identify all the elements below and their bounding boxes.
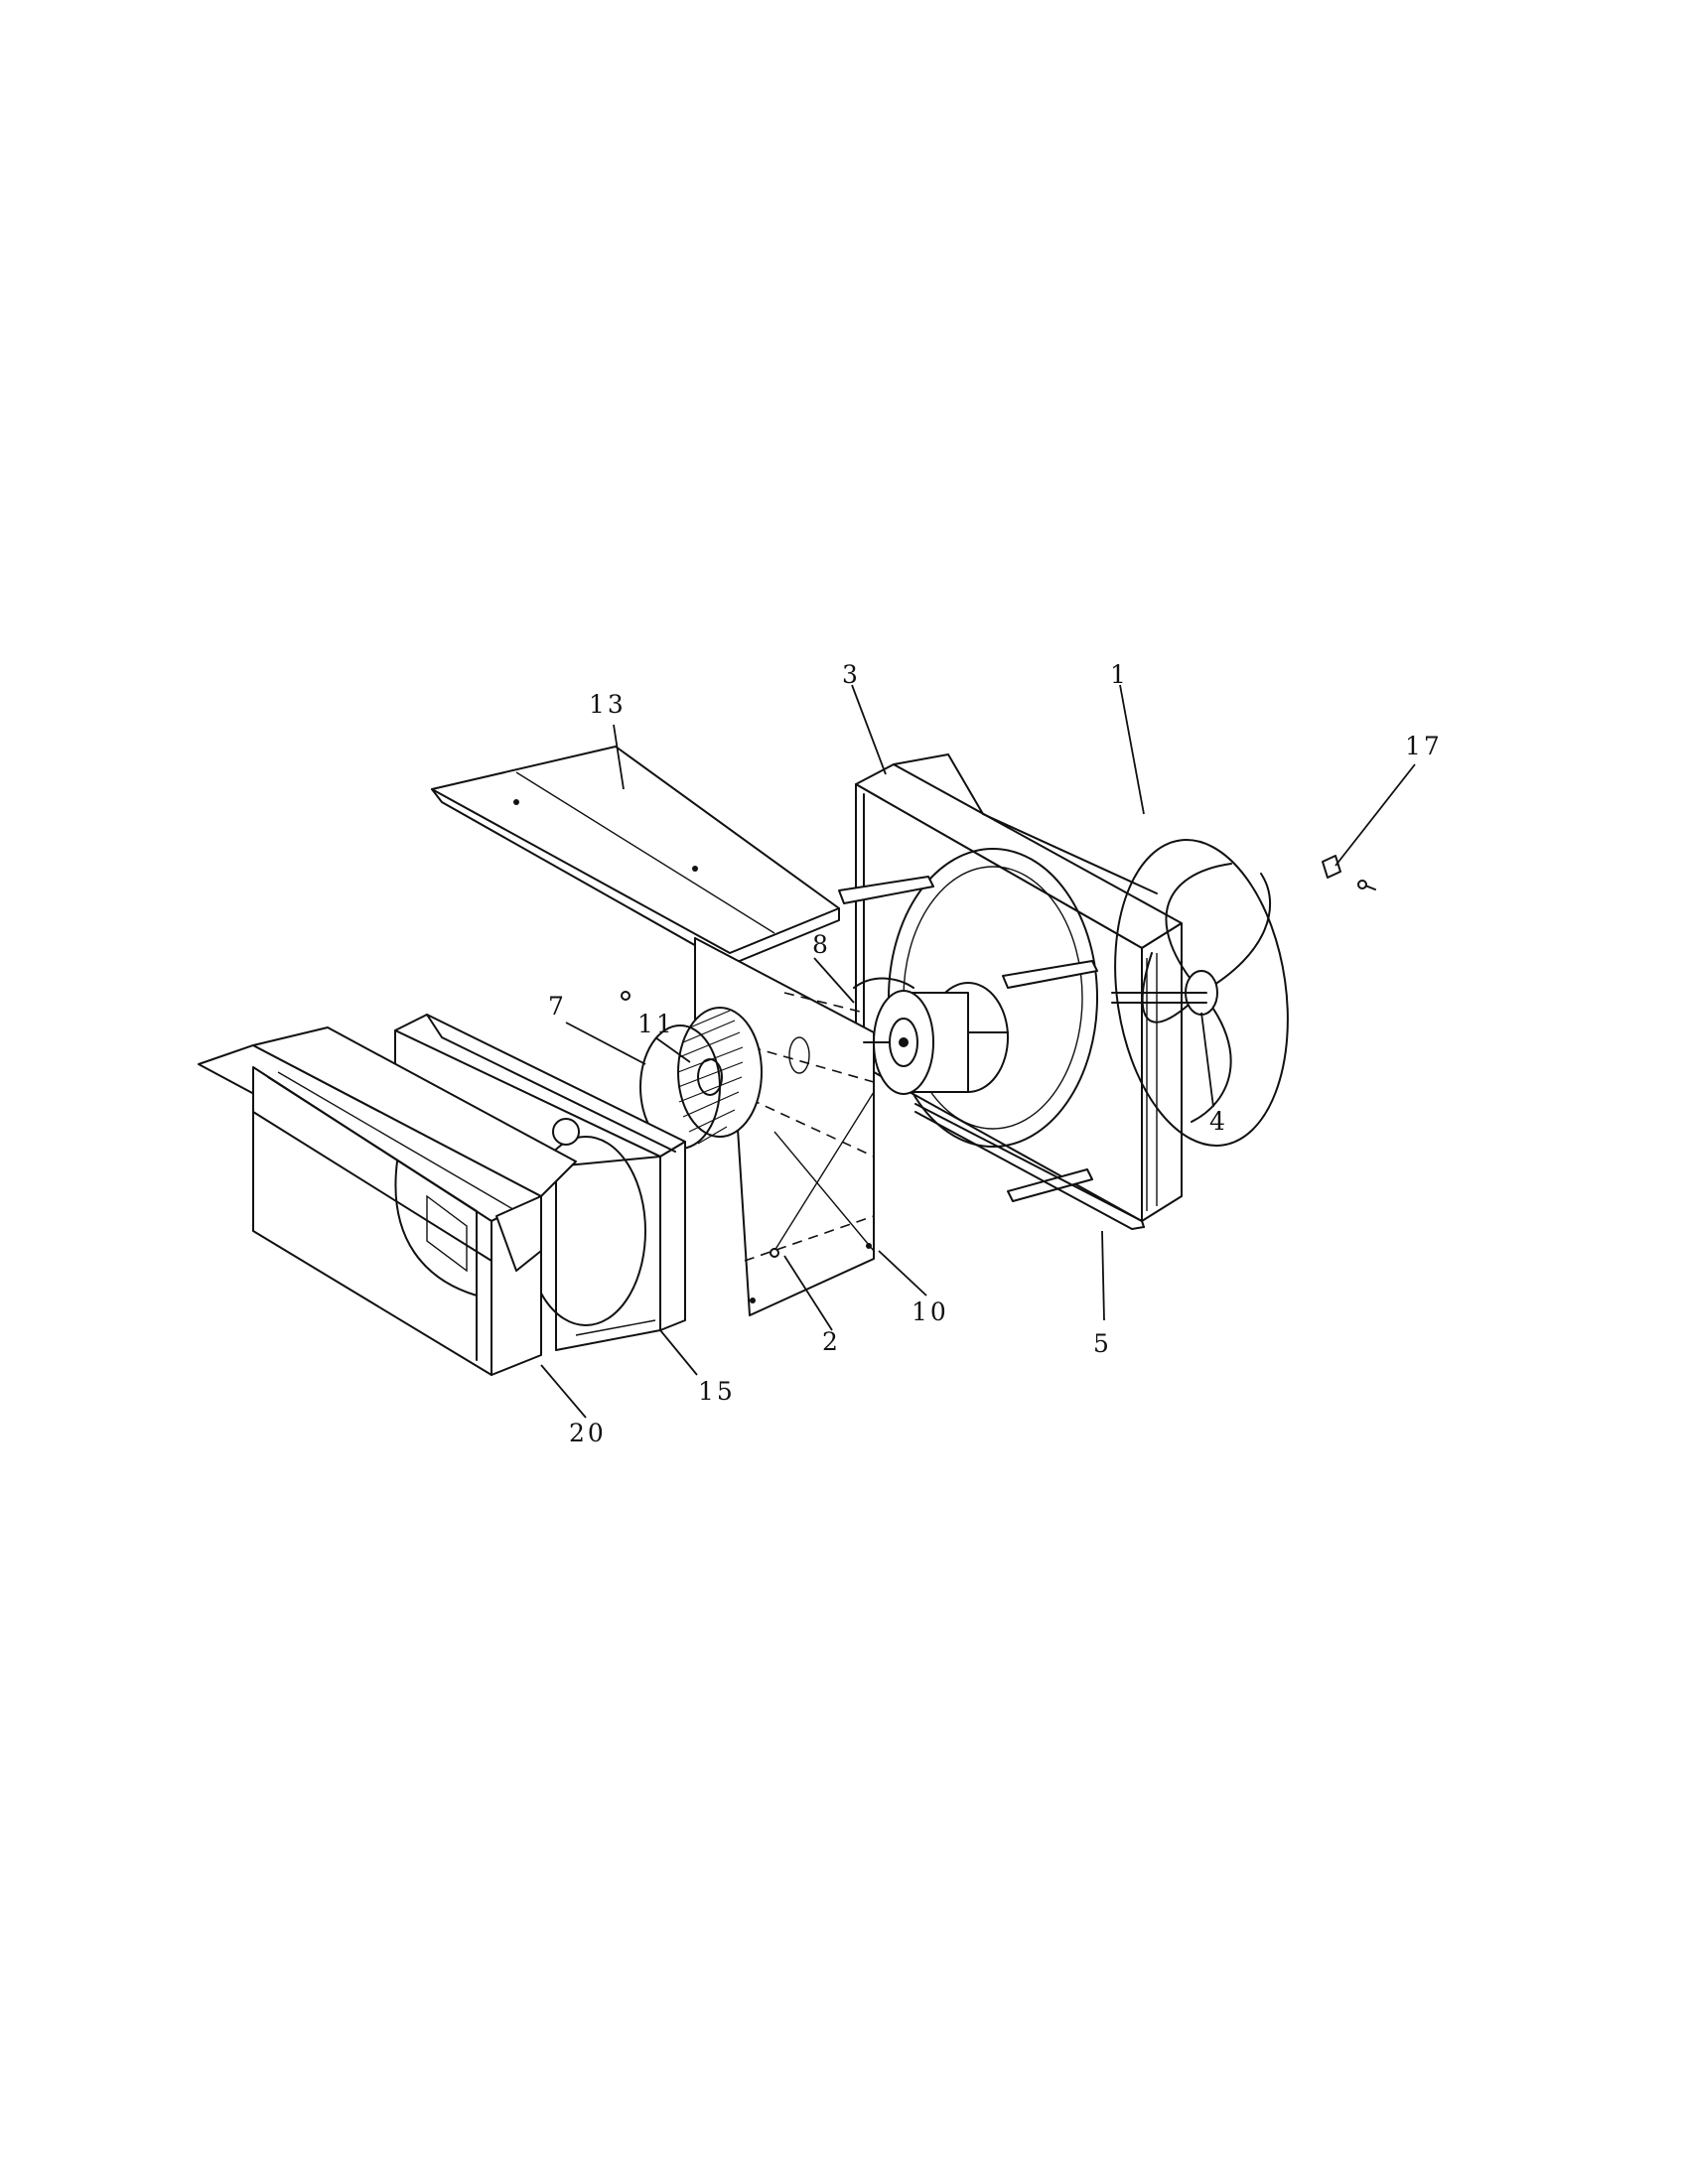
callout-10: 10 (912, 1297, 949, 1326)
callout-1: 1 (1110, 660, 1129, 689)
part-4-shaft (1111, 992, 1207, 1004)
leader-lines (540, 684, 1416, 1419)
part-3-condenser-shroud (838, 753, 1183, 1222)
callout-8: 8 (812, 930, 831, 959)
part-20-front-frame (198, 1026, 577, 1376)
part-2-screw (770, 1248, 779, 1258)
callout-labels: 1 2 3 4 5 7 8 10 11 13 15 17 20 (548, 660, 1443, 1447)
callout-7: 7 (548, 992, 567, 1021)
part-7-screw (621, 991, 631, 1001)
part-17-fastener (1322, 855, 1376, 890)
callout-11: 11 (637, 1010, 675, 1038)
callout-2: 2 (822, 1327, 841, 1356)
part-8-fan-motor (853, 977, 1009, 1095)
callout-17: 17 (1405, 732, 1443, 760)
callout-20: 20 (569, 1419, 607, 1447)
callout-15: 15 (698, 1377, 736, 1406)
callout-5: 5 (1093, 1329, 1112, 1358)
part-5-bracket-rod (914, 1103, 1145, 1230)
callout-4: 4 (1209, 1107, 1228, 1136)
part-13-top-cover (431, 746, 840, 966)
callout-3: 3 (842, 660, 861, 689)
callout-13: 13 (589, 690, 627, 719)
